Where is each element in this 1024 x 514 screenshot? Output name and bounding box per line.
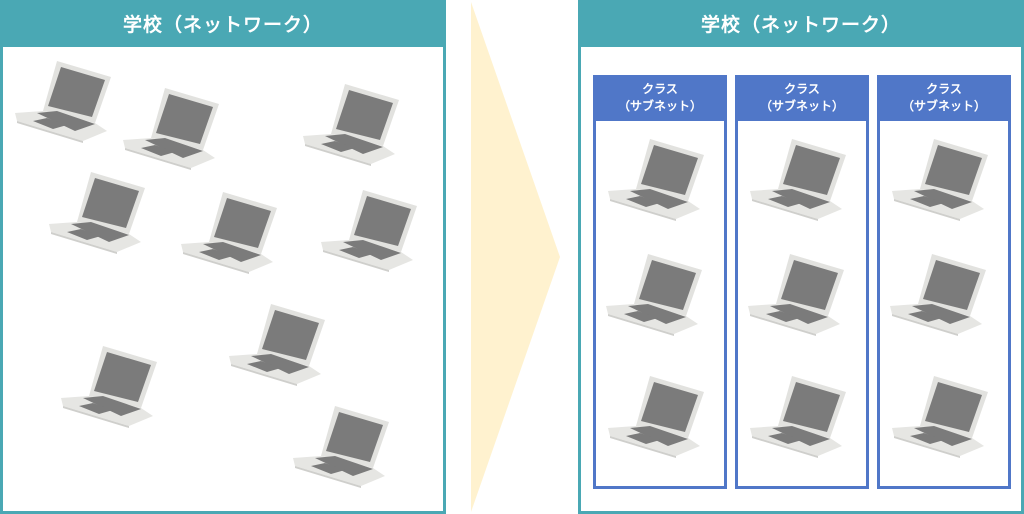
subnet-sublabel: （サブネット） bbox=[759, 99, 844, 113]
subnet-label: クラス bbox=[642, 82, 678, 96]
laptop-icon bbox=[13, 55, 117, 143]
laptop-icon bbox=[606, 133, 710, 221]
laptop-icon bbox=[121, 82, 225, 170]
subnet-box: クラス （サブネット） bbox=[877, 75, 1011, 489]
laptop-icon bbox=[59, 340, 163, 428]
laptop-icon bbox=[888, 248, 992, 336]
subnet-header: クラス （サブネット） bbox=[593, 75, 727, 121]
laptop-icon bbox=[291, 400, 395, 488]
laptop-icon bbox=[606, 370, 710, 458]
subnet-header: クラス （サブネット） bbox=[877, 75, 1011, 121]
subnet-sublabel: （サブネット） bbox=[901, 99, 986, 113]
network-title: 学校（ネットワーク） bbox=[578, 0, 1024, 47]
subnet-header: クラス （サブネット） bbox=[735, 75, 869, 121]
laptop-icon bbox=[47, 166, 151, 254]
laptop-icon bbox=[890, 133, 994, 221]
subnet-label: クラス bbox=[784, 82, 820, 96]
laptop-icon bbox=[301, 78, 405, 166]
laptop-icon bbox=[748, 370, 852, 458]
laptop-icon bbox=[227, 298, 331, 386]
subnet-sublabel: （サブネット） bbox=[617, 99, 702, 113]
subnet-label: クラス bbox=[926, 82, 962, 96]
laptop-icon bbox=[604, 248, 708, 336]
laptop-icon bbox=[319, 184, 423, 272]
network-title: 学校（ネットワーク） bbox=[0, 0, 446, 47]
network-after-panel: 学校（ネットワーク） クラス （サブネット） クラス （サブネット） クラス （… bbox=[578, 0, 1024, 514]
arrow-right-icon bbox=[471, 2, 560, 512]
network-before-panel: 学校（ネットワーク） bbox=[0, 0, 446, 514]
laptop-icon bbox=[746, 248, 850, 336]
subnet-box: クラス （サブネット） bbox=[593, 75, 727, 489]
laptop-icon bbox=[179, 186, 283, 274]
subnet-box: クラス （サブネット） bbox=[735, 75, 869, 489]
laptop-icon bbox=[748, 133, 852, 221]
laptop-icon bbox=[890, 370, 994, 458]
